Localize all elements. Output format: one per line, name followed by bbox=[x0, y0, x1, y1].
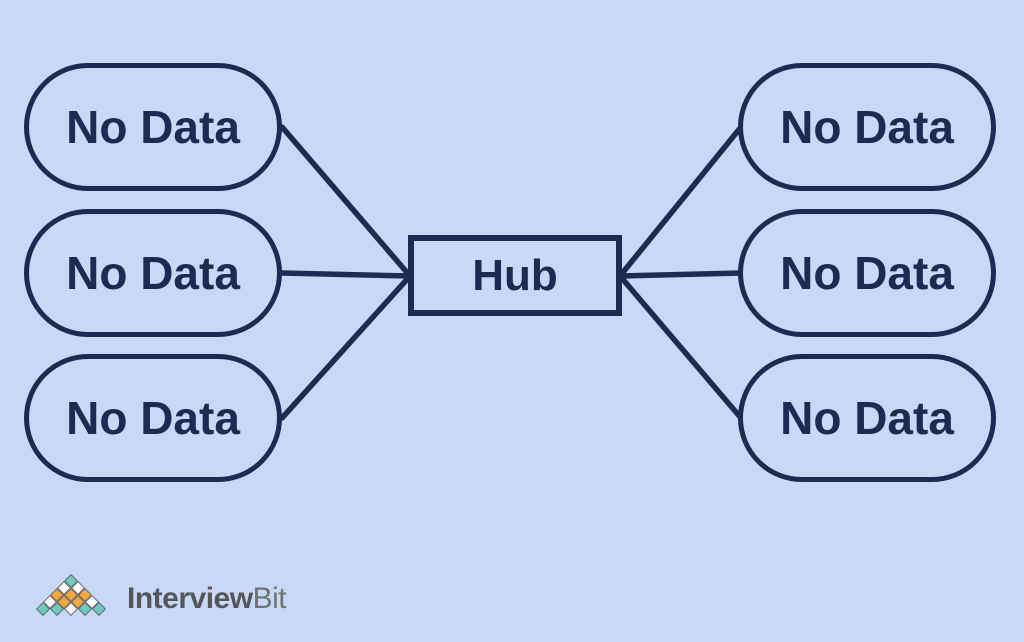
node-label: No Data bbox=[780, 247, 954, 299]
connector-line-right-top bbox=[617, 124, 744, 279]
hub-label: Hub bbox=[472, 250, 558, 300]
node-left-top: No Data bbox=[24, 63, 282, 191]
logo-text-bit: Bit bbox=[252, 582, 287, 615]
node-left-bottom: No Data bbox=[24, 354, 282, 482]
connector-line-right-middle bbox=[617, 270, 744, 279]
connector-line-left-top bbox=[279, 124, 413, 279]
connector-line-right-bottom bbox=[617, 273, 744, 421]
logo-text-interview: Interview bbox=[127, 582, 253, 615]
node-label: No Data bbox=[780, 392, 954, 444]
node-label: No Data bbox=[780, 101, 954, 153]
node-right-middle: No Data bbox=[738, 209, 996, 337]
node-label: No Data bbox=[66, 101, 240, 153]
hub-node: Hub bbox=[408, 235, 622, 316]
node-left-middle: No Data bbox=[24, 209, 282, 337]
connector-line-left-bottom bbox=[279, 273, 413, 421]
node-label: No Data bbox=[66, 392, 240, 444]
interviewbit-pyramid-icon bbox=[30, 569, 112, 623]
interviewbit-logo: InterviewBit bbox=[30, 567, 287, 625]
node-right-top: No Data bbox=[738, 63, 996, 191]
node-right-bottom: No Data bbox=[738, 354, 996, 482]
node-label: No Data bbox=[66, 247, 240, 299]
interviewbit-wordmark: InterviewBit bbox=[127, 582, 287, 616]
connector-line-left-middle bbox=[279, 270, 413, 279]
